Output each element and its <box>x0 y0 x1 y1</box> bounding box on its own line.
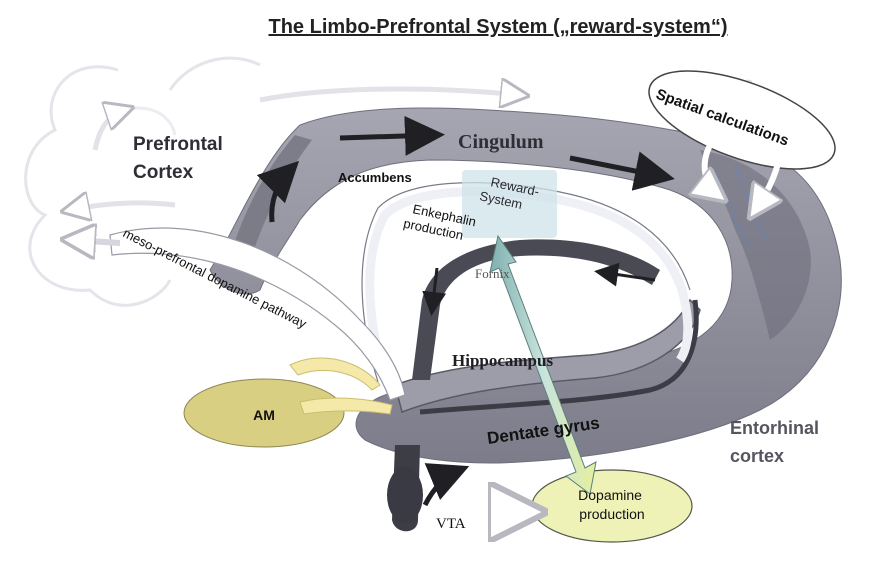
cingulum-arrow-2 <box>569 151 675 191</box>
cingulum-arrow-1 <box>339 115 445 156</box>
hippocampus-label: Hippocampus <box>452 351 553 370</box>
accumbens-label: Accumbens <box>338 170 412 185</box>
hippocampus-body <box>394 298 701 413</box>
prefrontal-up-arrow <box>256 160 300 223</box>
pathway-arrow-left <box>72 240 121 243</box>
amygdala <box>183 378 345 448</box>
cortex-band <box>209 107 842 464</box>
fornix-arrow-down <box>422 267 447 316</box>
spatial-arrow-1 <box>705 143 718 195</box>
vta-label: VTA <box>436 516 466 532</box>
entorhinal-cortex-label: Entorhinal cortex <box>730 418 824 466</box>
spatial-arrow-2 <box>755 154 780 210</box>
vta-arrow <box>422 463 470 507</box>
fornix-bulb <box>387 467 423 523</box>
meso-prefrontal-pathway <box>109 227 406 401</box>
prefrontal-cortex-label: Prefrontal Cortex <box>133 134 228 183</box>
inner-light-loop-edge <box>361 182 691 383</box>
dopamine-production-label: Dopamine production <box>578 487 646 522</box>
spatial-calculations-ellipse <box>648 70 836 170</box>
cingulum-label: Cingulum <box>458 131 544 153</box>
fornix-arrow-left <box>594 262 656 287</box>
fornix-label: Fornix <box>475 266 510 281</box>
amygdala-arrows <box>289 357 393 415</box>
amygdala-label: AM <box>253 407 275 423</box>
hippocampus-curl <box>419 299 699 415</box>
dopamine-double-arrow <box>489 234 597 495</box>
diagram-title: The Limbo-Prefrontal System („reward-sys… <box>269 16 728 38</box>
reward-system-box <box>462 170 557 238</box>
